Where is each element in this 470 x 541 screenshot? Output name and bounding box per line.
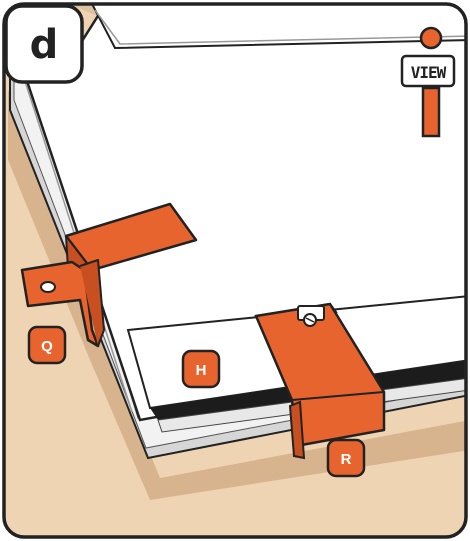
callout-q: Q: [29, 327, 65, 363]
callout-h-label: H: [196, 362, 207, 379]
view-label: VIEW: [411, 63, 447, 82]
step-badge: d: [6, 6, 82, 82]
callout-h: H: [183, 351, 219, 387]
callout-r: R: [328, 440, 364, 476]
callout-r-label: R: [341, 451, 352, 468]
step-letter: d: [30, 22, 59, 68]
callout-q-label: Q: [41, 338, 53, 355]
